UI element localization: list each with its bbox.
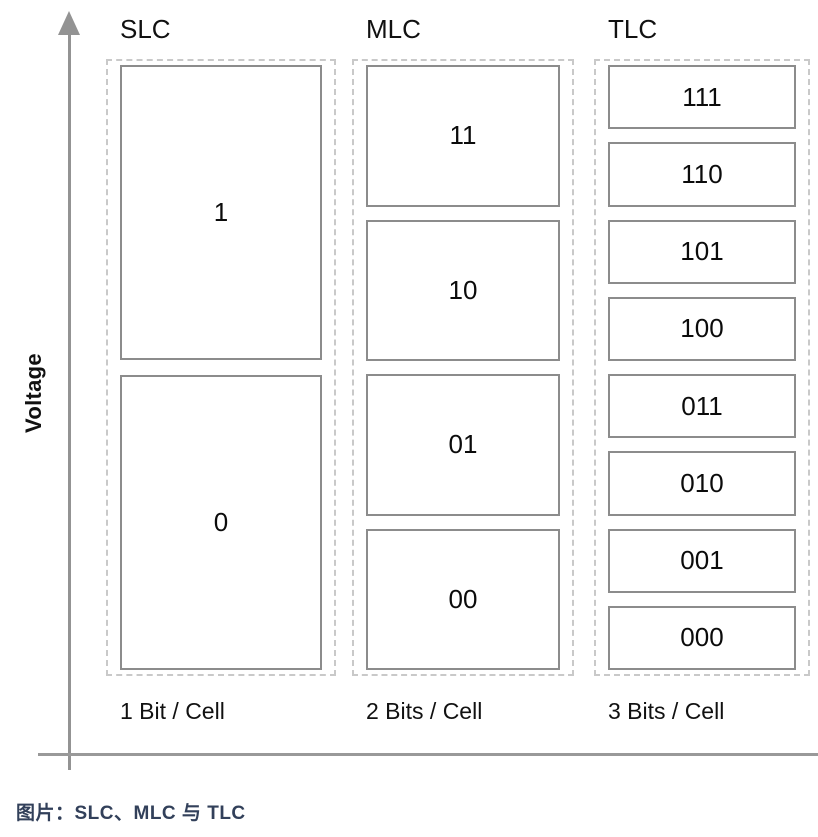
group-outline-mlc [352,59,574,676]
cell-level: 0 [120,375,322,670]
cell-list-mlc: 11 10 01 00 [352,59,574,676]
cell-level: 11 [366,65,560,207]
cell-level: 10 [366,219,560,361]
cell-level: 101 [608,219,796,284]
cell-level: 010 [608,451,796,516]
cell-level: 100 [608,296,796,361]
figure-caption: 图片：SLC、MLC 与 TLC [16,803,246,824]
cell-level: 00 [366,528,560,670]
group-outline-tlc [594,59,810,676]
cell-list-tlc: 111 110 101 100 011 010 001 000 [594,59,810,676]
cell-level: 1 [120,65,322,360]
y-axis-arrow-icon [58,11,80,35]
y-axis-line [68,30,71,770]
cell-level: 01 [366,374,560,516]
x-axis-line [38,753,818,756]
column-title-slc: SLC [120,14,171,44]
column-footer-mlc: 2 Bits / Cell [366,698,483,724]
cell-level: 110 [608,142,796,207]
cell-list-slc: 1 0 [106,59,336,676]
column-mlc: MLC 11 10 01 00 2 Bits / Cell [352,0,574,740]
column-title-mlc: MLC [366,14,421,44]
cell-level: 001 [608,528,796,593]
group-outline-slc [106,59,336,676]
column-title-tlc: TLC [608,14,658,44]
column-footer-tlc: 3 Bits / Cell [608,698,725,724]
y-axis-label: Voltage [21,353,46,433]
cell-level: 111 [608,65,796,130]
column-tlc: TLC 111 110 101 100 011 010 001 000 3 Bi… [594,0,810,740]
column-slc: SLC 1 0 1 Bit / Cell [106,0,336,740]
column-footer-slc: 1 Bit / Cell [120,698,225,724]
cell-level: 000 [608,605,796,670]
cell-level: 011 [608,374,796,439]
